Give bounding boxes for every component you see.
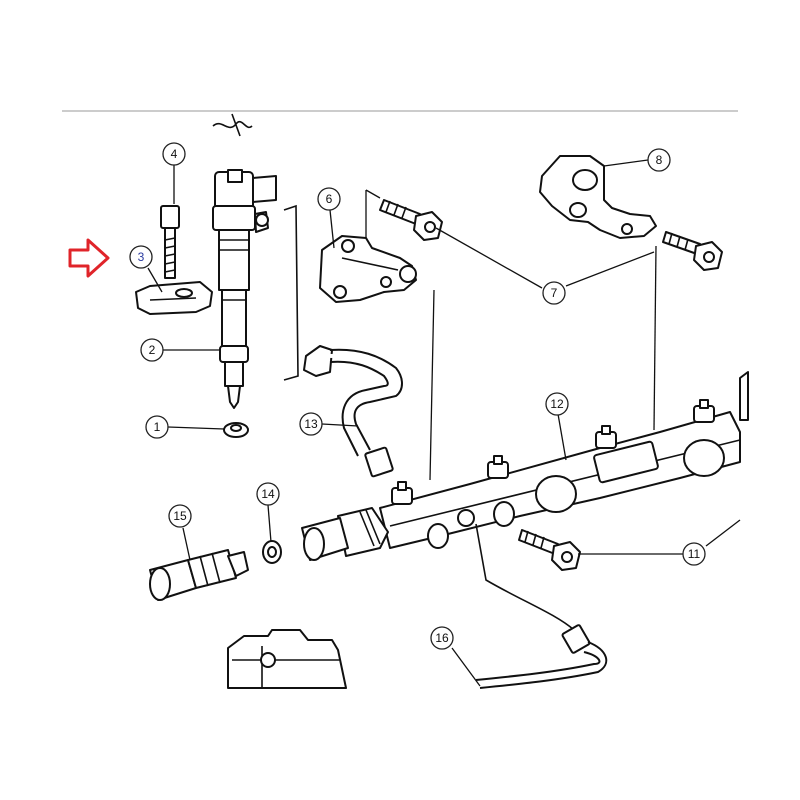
- engine-block-fragment: [227, 629, 347, 689]
- part-6-bracket: [319, 235, 417, 303]
- part-8-support: [539, 155, 657, 239]
- part-13-pressure-line: [283, 204, 403, 478]
- callout-7[interactable]: 7: [542, 281, 566, 305]
- injector-wire: [212, 113, 253, 137]
- callout-3[interactable]: 3: [129, 245, 153, 269]
- svg-text:13: 13: [304, 417, 318, 431]
- part-7-bolts: [379, 199, 723, 271]
- svg-text:3: 3: [138, 250, 145, 264]
- svg-text:16: 16: [435, 631, 449, 645]
- part-1-washer: [223, 422, 249, 438]
- callout-15[interactable]: 15: [168, 504, 192, 528]
- part-12-fuel-rail: [379, 371, 749, 549]
- callout-4[interactable]: 4: [162, 142, 186, 166]
- part-11-bolt: [518, 529, 581, 571]
- callout-8[interactable]: 8: [647, 148, 671, 172]
- leader-lines: [147, 159, 741, 687]
- svg-text:4: 4: [171, 147, 178, 161]
- callout-16[interactable]: 16: [430, 626, 454, 650]
- callout-14[interactable]: 14: [256, 482, 280, 506]
- callout-labels: 4 3 2 1 6 7 8 12: [129, 142, 706, 650]
- highlight-arrow-icon: [68, 238, 110, 278]
- svg-text:7: 7: [551, 286, 558, 300]
- callout-11[interactable]: 11: [682, 542, 706, 566]
- part-15-sensor: [149, 549, 249, 601]
- part-14-washer: [262, 540, 282, 564]
- callout-12[interactable]: 12: [545, 392, 569, 416]
- svg-text:2: 2: [149, 343, 156, 357]
- svg-text:11: 11: [688, 547, 701, 561]
- part-16-return-line: [475, 523, 608, 689]
- svg-text:14: 14: [261, 487, 275, 501]
- callout-6[interactable]: 6: [317, 187, 341, 211]
- svg-text:15: 15: [173, 509, 187, 523]
- callout-13[interactable]: 13: [299, 412, 323, 436]
- callout-2[interactable]: 2: [140, 338, 164, 362]
- svg-text:1: 1: [154, 420, 161, 434]
- part-4-bolt: [160, 205, 180, 279]
- svg-text:12: 12: [550, 397, 564, 411]
- callout-1[interactable]: 1: [145, 415, 169, 439]
- part-2-injector: [212, 169, 277, 409]
- rail-pressure-sensor: [301, 507, 389, 561]
- part-3-clamp: [135, 281, 213, 315]
- svg-text:8: 8: [656, 153, 663, 167]
- svg-text:6: 6: [326, 192, 333, 206]
